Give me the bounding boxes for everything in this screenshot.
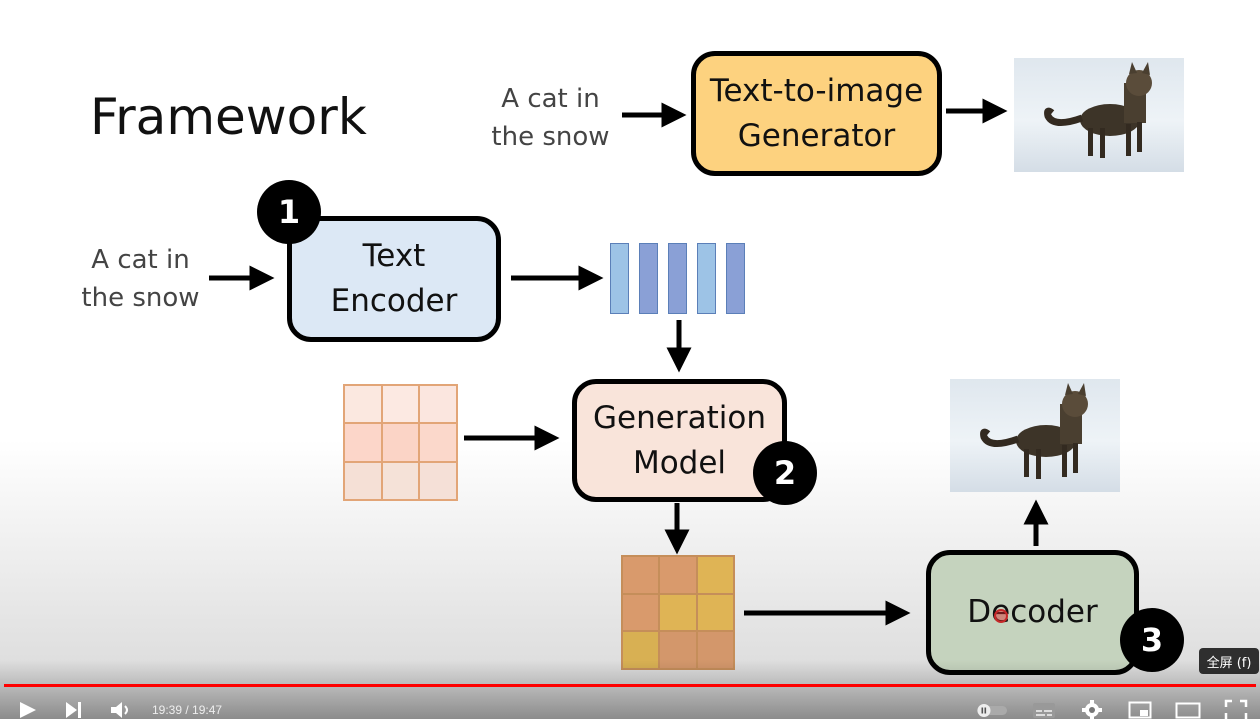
step-badge-1: 1: [257, 180, 321, 244]
play-icon[interactable]: [18, 701, 38, 719]
cursor-click-indicator: [994, 609, 1008, 623]
left-prompt-text: A cat in the snow: [81, 245, 200, 313]
embedding-vector: [610, 243, 629, 314]
next-icon[interactable]: [64, 701, 84, 719]
slide-title: Framework: [90, 88, 367, 146]
text-to-image-generator-box: Text-to-image Generator: [691, 51, 942, 176]
fullscreen-tooltip: 全屏 (f): [1199, 648, 1259, 674]
latent-grid: [621, 555, 735, 670]
volume-icon[interactable]: [110, 701, 132, 719]
cat-image-output: [950, 379, 1120, 492]
settings-icon[interactable]: [1081, 699, 1103, 719]
step-badge-3: 3: [1120, 608, 1184, 672]
decoder-box: Decoder: [926, 550, 1139, 675]
noise-grid: [343, 384, 458, 501]
progress-bar[interactable]: [4, 684, 1256, 687]
text-encoder-box: Text Encoder: [287, 216, 501, 342]
subtitles-icon[interactable]: [1032, 701, 1056, 719]
autoplay-toggle-icon[interactable]: [976, 703, 1008, 717]
top-prompt-text: A cat in the snow: [491, 84, 610, 152]
fullscreen-icon[interactable]: [1224, 699, 1248, 719]
embedding-vector: [639, 243, 658, 314]
step-badge-2: 2: [753, 441, 817, 505]
embedding-vector: [726, 243, 745, 314]
embedding-vector: [697, 243, 716, 314]
miniplayer-icon[interactable]: [1128, 701, 1152, 719]
generation-model-box: Generation Model: [572, 379, 787, 502]
embedding-vector: [668, 243, 687, 314]
cat-image-top: [1014, 58, 1184, 172]
time-display: 19:39 / 19:47: [152, 703, 223, 717]
theater-mode-icon[interactable]: [1175, 701, 1201, 719]
